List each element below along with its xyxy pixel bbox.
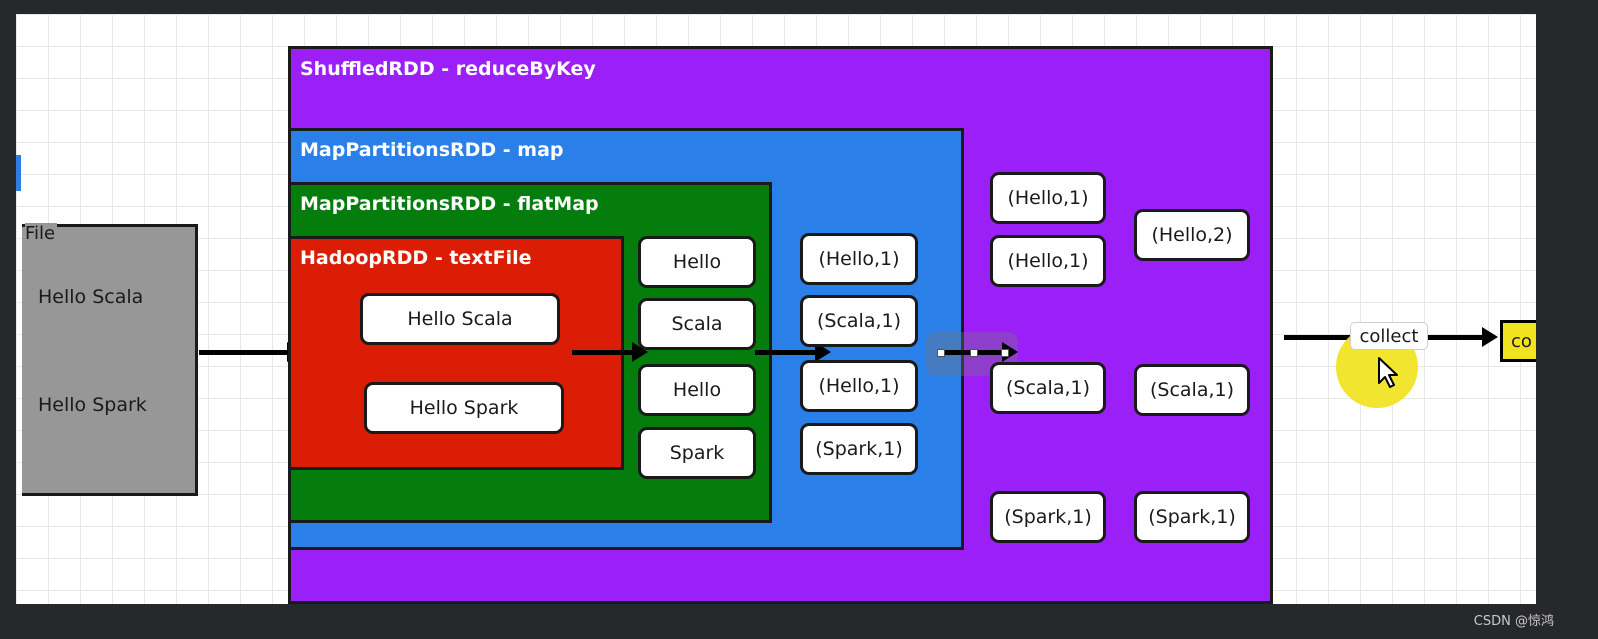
hadoop-line-cell: Hello Scala <box>360 293 560 345</box>
output-label: co <box>1511 330 1532 352</box>
map-rdd-title: MapPartitionsRDD - map <box>300 139 564 161</box>
flatmap-word-cell: Hello <box>638 236 756 288</box>
output-box: co <box>1500 320 1536 362</box>
selection-handle[interactable] <box>970 349 978 357</box>
mouse-cursor-icon <box>1378 357 1398 388</box>
arrow-hadoop-to-flatmap <box>572 342 648 362</box>
shuffle-pair-cell: (Spark,1) <box>990 491 1106 543</box>
file-line: Hello Spark <box>38 394 147 416</box>
map-pair-cell: (Hello,1) <box>800 233 918 285</box>
shuffle-pair-cell: (Hello,1) <box>990 235 1106 287</box>
flatmap-word-cell: Hello <box>638 364 756 416</box>
file-label: File <box>25 223 58 244</box>
reduce-result-cell: (Scala,1) <box>1134 364 1250 416</box>
shuffled-rdd-title: ShuffledRDD - reduceByKey <box>300 58 596 80</box>
reduce-result-cell: (Spark,1) <box>1134 491 1250 543</box>
file-line: Hello Scala <box>38 286 144 308</box>
side-indicator <box>16 155 21 191</box>
file-box <box>22 224 198 496</box>
flatmap-word-cell: Scala <box>638 298 756 350</box>
map-pair-cell: (Scala,1) <box>800 295 918 347</box>
shuffle-pair-cell: (Hello,1) <box>990 172 1106 224</box>
hadoop-line-cell: Hello Spark <box>364 382 564 434</box>
selection-handle[interactable] <box>937 349 945 357</box>
reduce-result-cell: (Hello,2) <box>1134 209 1250 261</box>
collect-label-box[interactable]: collect <box>1350 322 1428 350</box>
hadoop-rdd-title: HadoopRDD - textFile <box>300 247 532 269</box>
selection-handle[interactable] <box>1001 349 1009 357</box>
map-pair-cell: (Spark,1) <box>800 423 918 475</box>
arrow-collect-to-output <box>1428 327 1498 347</box>
watermark-text: CSDN @惊鸿 <box>1473 614 1554 629</box>
collect-line <box>1284 335 1354 340</box>
diagram-canvas: File Hello Scala Hello Spark ShuffledRDD… <box>16 14 1536 604</box>
arrow-file-to-hadoop <box>199 342 303 362</box>
shuffle-pair-cell: (Scala,1) <box>990 362 1106 414</box>
collect-label: collect <box>1359 325 1419 347</box>
flatmap-rdd-title: MapPartitionsRDD - flatMap <box>300 193 599 215</box>
map-pair-cell: (Hello,1) <box>800 360 918 412</box>
arrow-flatmap-to-map <box>755 342 831 362</box>
flatmap-word-cell: Spark <box>638 427 756 479</box>
